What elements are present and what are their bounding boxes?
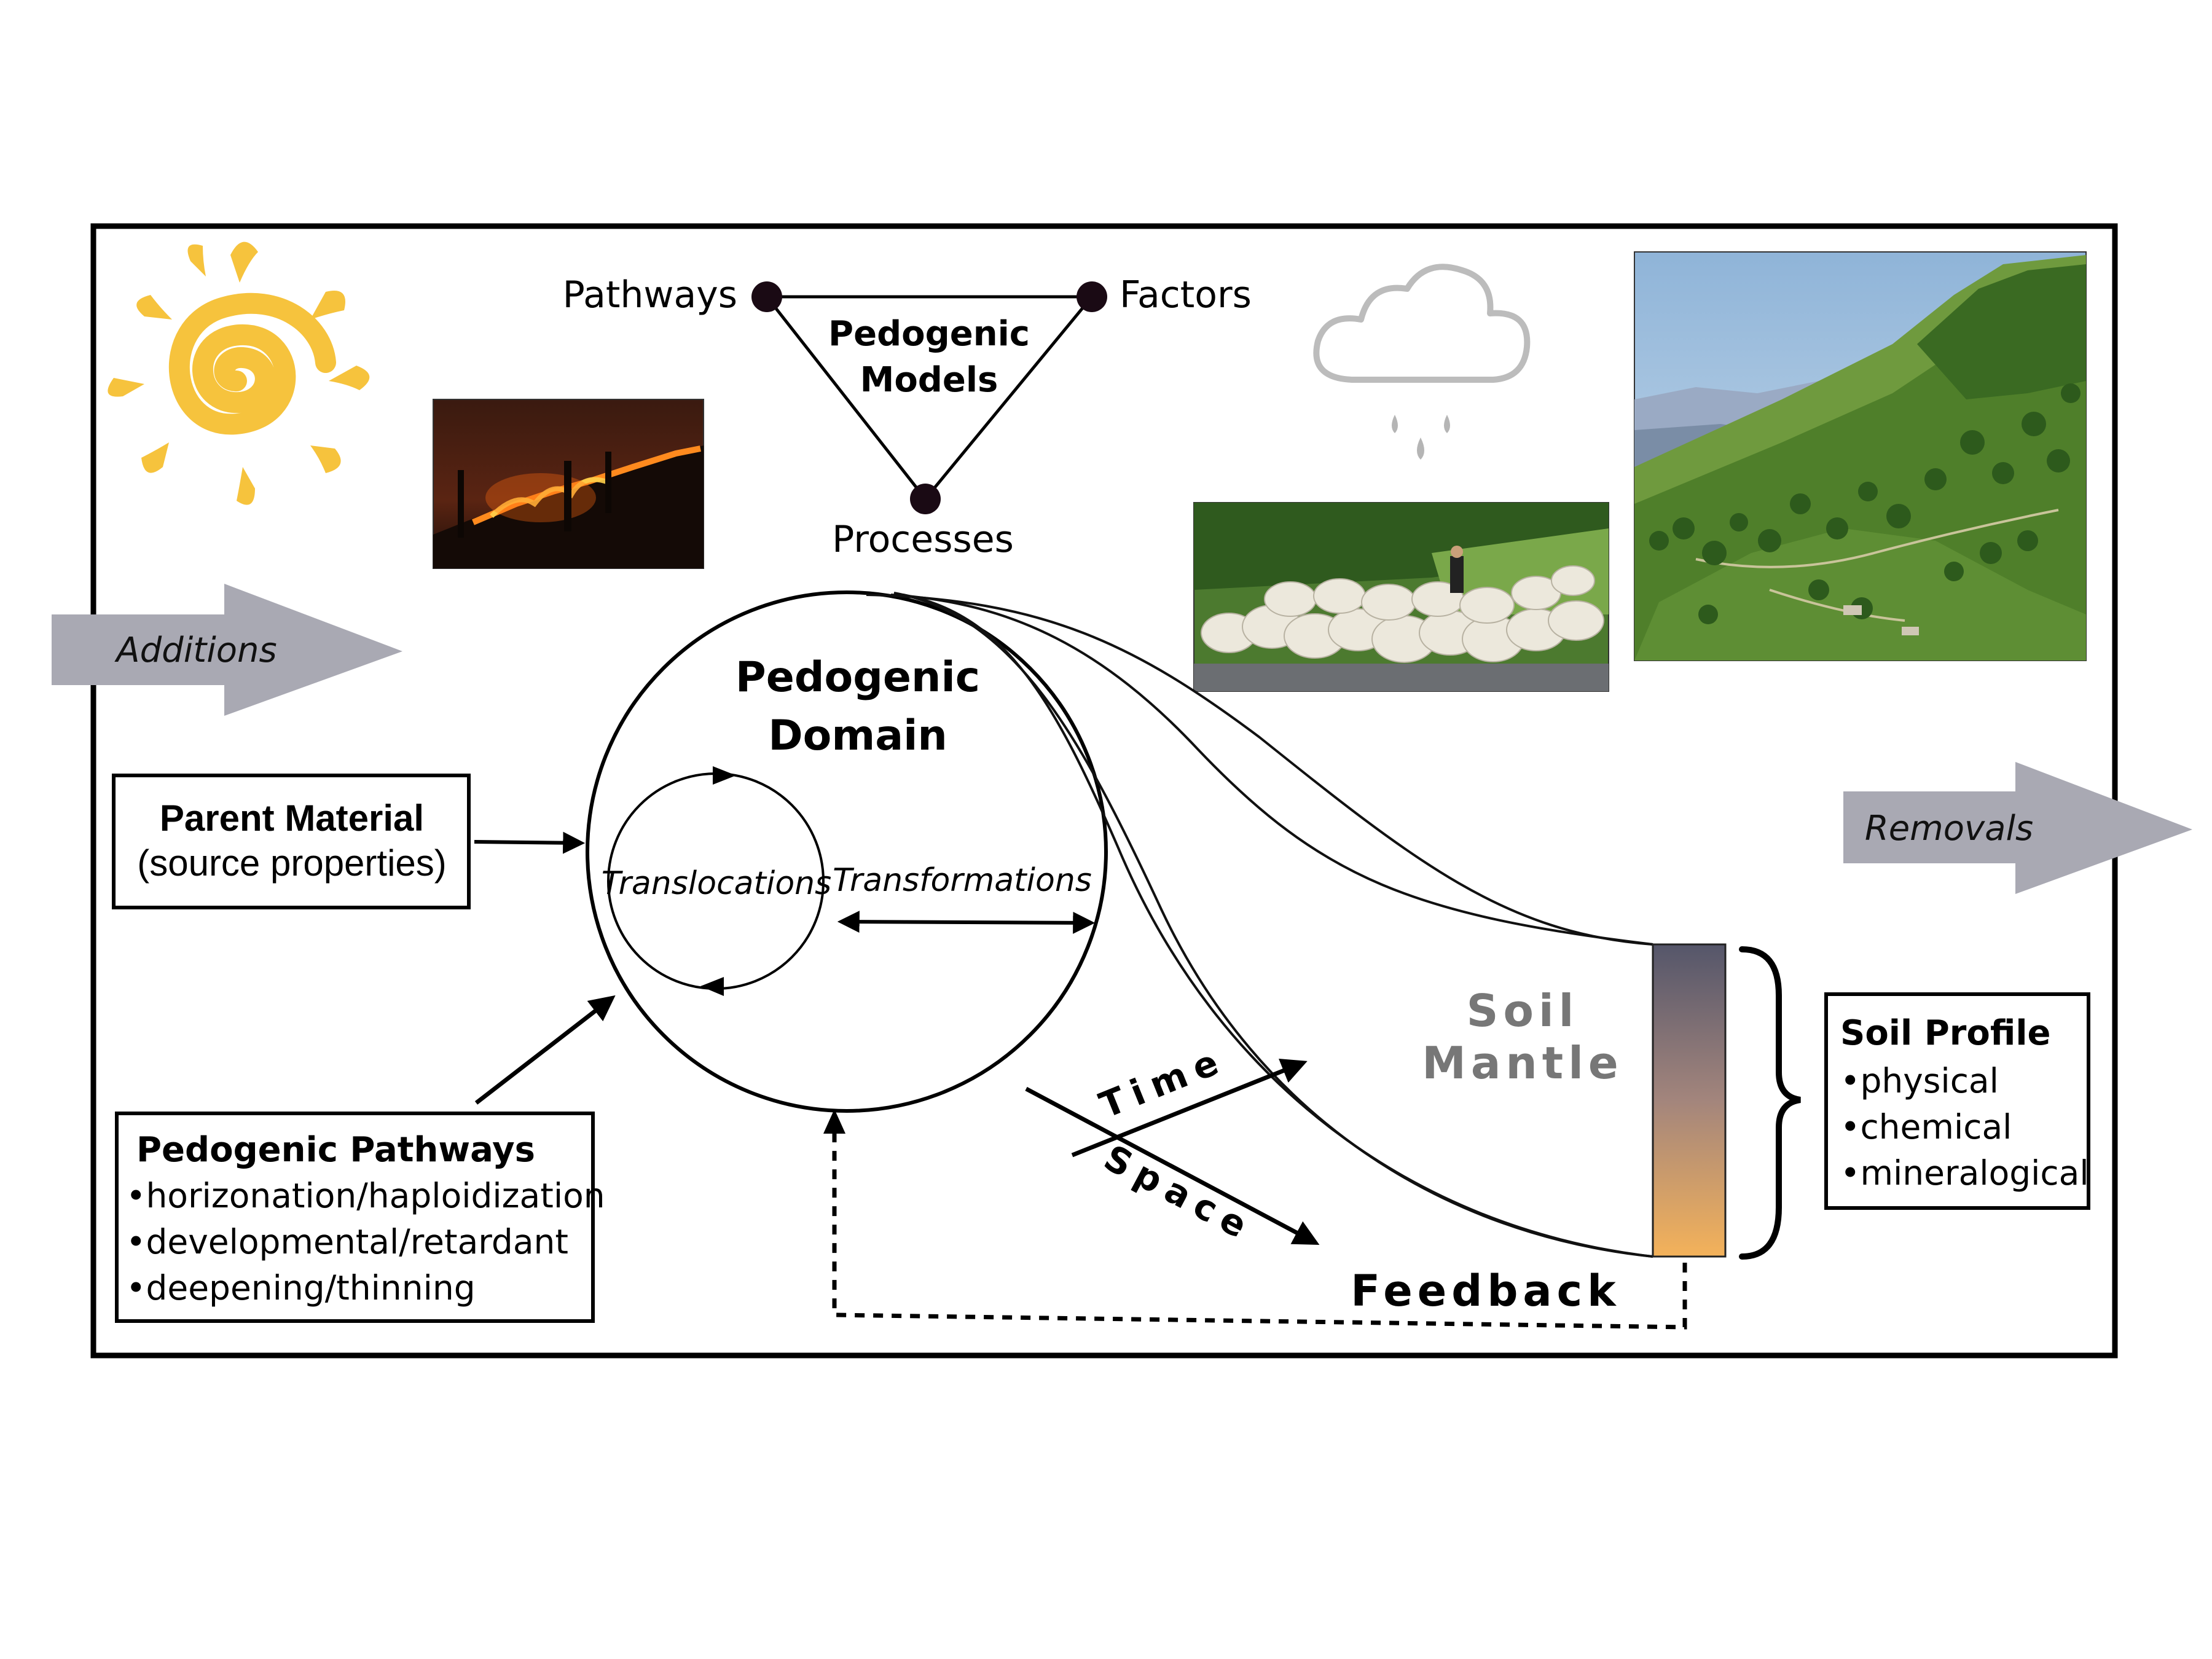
parent-material-arrow bbox=[474, 831, 586, 854]
soil-mantle-expansion-lines bbox=[866, 592, 1653, 1258]
soil-mantle-label-2: Mantle bbox=[1422, 1037, 1623, 1089]
additions-arrow: Additions bbox=[52, 584, 402, 716]
parent-material-box: Parent Material (source properties) bbox=[112, 774, 471, 909]
pathways-item: •developmental/retardant bbox=[126, 1222, 568, 1261]
space-arrow bbox=[1025, 1086, 1320, 1245]
soil-profile-column bbox=[1652, 943, 1727, 1258]
rain-cloud-icon bbox=[1313, 264, 1531, 460]
vertex-processes-dot bbox=[910, 484, 941, 514]
pedogenic-models-triangle: Pedogenic Models Pathways Factors Proces… bbox=[563, 273, 1252, 561]
vertex-processes-label: Processes bbox=[832, 518, 1014, 561]
soil-profile-title: Soil Profile bbox=[1840, 1013, 2051, 1053]
pathways-to-domain-arrow bbox=[474, 995, 616, 1105]
sun-icon bbox=[108, 241, 370, 505]
cycle-arrowhead-bottom bbox=[700, 977, 724, 996]
transformations-double-arrow bbox=[837, 911, 1096, 934]
additions-label: Additions bbox=[114, 630, 276, 670]
wildfire-photo bbox=[433, 399, 704, 569]
sheep-flock-photo bbox=[1193, 502, 1609, 692]
cycle-arrowhead-top bbox=[713, 766, 736, 785]
vertex-pathways-label: Pathways bbox=[563, 273, 737, 316]
vertex-factors-dot bbox=[1077, 281, 1107, 312]
profile-brace bbox=[1739, 946, 1801, 1260]
soil-profile-item: •physical bbox=[1840, 1061, 1999, 1100]
pathways-item: •deepening/thinning bbox=[126, 1268, 476, 1308]
removals-arrow: Removals bbox=[1843, 762, 2192, 894]
soil-mantle-label-1: Soil bbox=[1467, 985, 1579, 1037]
feedback-label: Feedback bbox=[1351, 1266, 1620, 1316]
transformations-label: Transformations bbox=[833, 862, 1092, 899]
time-arrow bbox=[1071, 1058, 1308, 1158]
pedogenic-domain: Pedogenic Domain Translocations Transfor… bbox=[586, 590, 1108, 1113]
triangle-center-label-1: Pedogenic bbox=[828, 314, 1030, 354]
parent-material-title: Parent Material bbox=[160, 798, 424, 839]
removals-label: Removals bbox=[1865, 809, 2033, 849]
triangle-center-label-2: Models bbox=[860, 360, 998, 400]
vertex-pathways-dot bbox=[751, 281, 782, 312]
parent-material-subtitle: (source properties) bbox=[137, 842, 447, 884]
pathways-box-title: Pedogenic Pathways bbox=[136, 1130, 535, 1170]
soil-profile-item: •chemical bbox=[1840, 1107, 2012, 1147]
mountain-landscape-photo bbox=[1634, 251, 2087, 661]
pathways-item: •horizonation/haploidization bbox=[126, 1176, 605, 1215]
soil-profile-item: •mineralogical bbox=[1840, 1153, 2089, 1193]
domain-title-line2: Domain bbox=[768, 712, 947, 760]
domain-title-line1: Pedogenic bbox=[735, 653, 980, 702]
pedogenic-pathways-box: Pedogenic Pathways •horizonation/haploid… bbox=[115, 1112, 605, 1323]
soil-profile-box: Soil Profile •physical •chemical •minera… bbox=[1824, 992, 2090, 1210]
translocations-label: Translocations bbox=[602, 865, 831, 902]
vertex-factors-label: Factors bbox=[1120, 273, 1252, 316]
feedback-arrowhead bbox=[823, 1109, 845, 1134]
